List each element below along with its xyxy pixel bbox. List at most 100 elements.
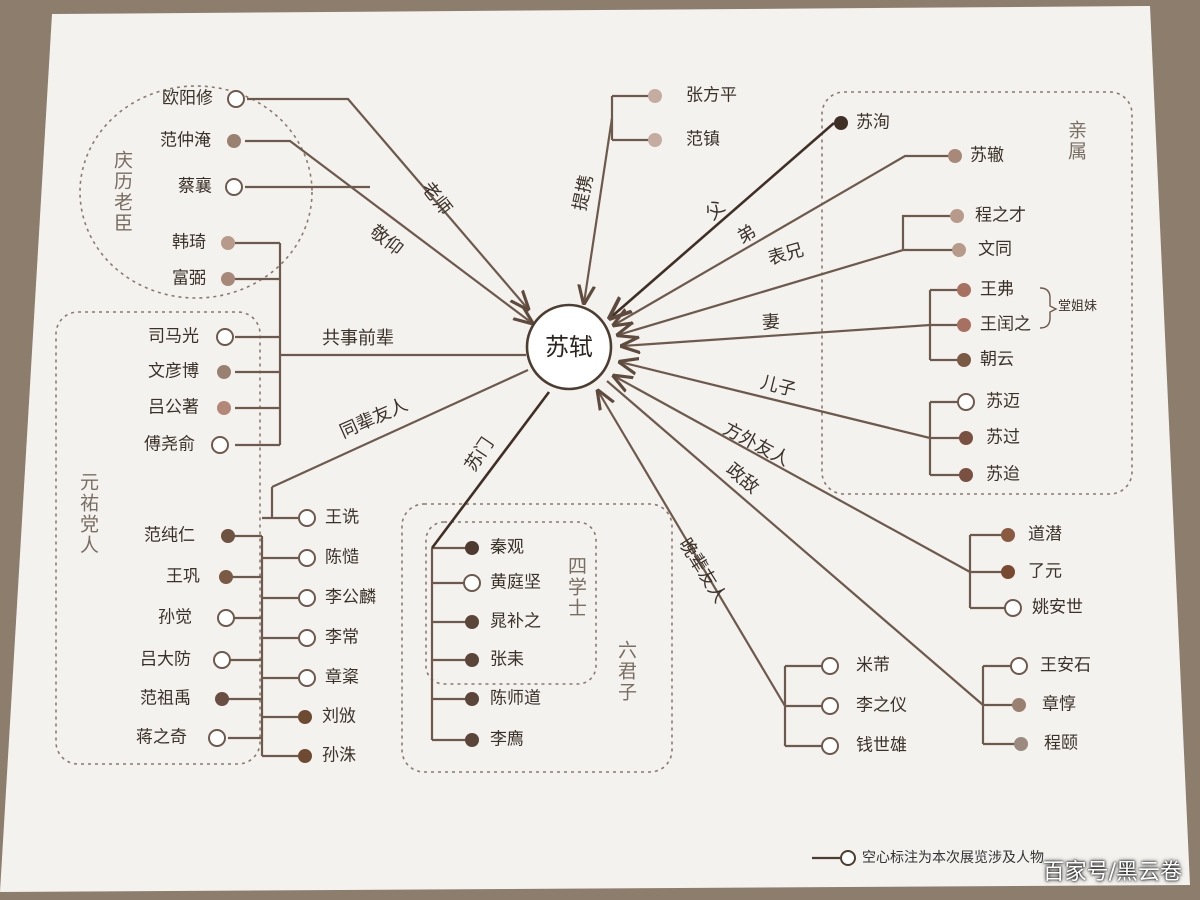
node-ouyangxiu[interactable] [227,90,245,108]
label-fanchunren: 范纯仁 [144,525,195,546]
node-zhangfangping[interactable] [648,89,662,103]
label-wangshen: 王诜 [325,507,359,528]
label-wangrunzhi: 王闰之 [980,314,1031,335]
node-zhangdun[interactable] [1012,698,1026,712]
node-mifu[interactable] [821,657,839,675]
node-suzhe[interactable] [948,149,962,163]
node-zhaoyun[interactable] [957,353,971,367]
label-lvdafang: 吕大防 [140,649,191,670]
edge-line-brother [614,154,948,325]
node-fanzhen[interactable] [648,133,662,147]
node-wentong[interactable] [952,243,966,257]
edge-line-teacher [247,97,528,309]
center-label: 苏轼 [545,333,593,361]
liujunzi-group-boundary [401,503,673,773]
label-suzhe: 苏辙 [970,145,1004,166]
label-mifu: 米芾 [856,655,890,676]
label-chenzao: 陈慥 [325,547,359,568]
node-daoqian[interactable] [1001,528,1015,542]
label-jiangzhiqi: 蒋之奇 [136,727,187,748]
label-qinguan: 秦观 [490,537,524,558]
node-chengyi[interactable] [1014,737,1028,751]
label-hanqi: 韩琦 [172,232,206,253]
label-suguo: 苏过 [986,427,1020,448]
node-fanchunren[interactable] [221,529,235,543]
group-label-family: 亲属 [1065,120,1087,162]
label-sudai: 苏迨 [986,464,1020,485]
edge-line-admire [245,139,532,323]
edge-line-juniors [598,391,786,707]
edge-line-peers [271,368,529,489]
label-liuban: 刘攽 [322,706,356,727]
node-fanzhongyan[interactable] [227,134,241,148]
node-wenyanbo[interactable] [217,365,231,379]
node-sumai[interactable] [957,393,975,411]
tree-line [1039,287,1058,329]
node-wanganshi[interactable] [1010,657,1028,675]
node-lizhi[interactable] [465,733,479,747]
tree-line [235,241,282,447]
watermark: 百家号/黑云卷 [1042,860,1182,885]
node-chenshidao[interactable] [465,692,479,706]
label-yaoanshi: 姚安世 [1032,597,1083,618]
label-chaobuzhi: 晁补之 [490,611,541,632]
node-lizhiyi[interactable] [821,697,839,715]
node-chenzao[interactable] [298,549,316,567]
node-wangrunzhi[interactable] [957,318,971,332]
label-lizhi: 李廌 [490,729,524,750]
node-fubi[interactable] [221,272,235,286]
node-fuyaoyu[interactable] [211,436,229,454]
label-chengyi: 程颐 [1044,733,1078,754]
node-chaobuzhi[interactable] [465,615,479,629]
node-wanggong[interactable] [219,570,233,584]
node-suguo[interactable] [959,431,973,445]
node-yaoanshi[interactable] [1004,599,1022,617]
node-huangtingjian[interactable] [463,574,481,592]
node-zhangjian[interactable] [298,669,316,687]
label-sunjue: 孙觉 [158,607,192,628]
node-caixiang[interactable] [225,178,243,196]
edge-label-seniors: 共事前辈 [322,328,394,349]
node-wangfu[interactable] [957,283,971,297]
label-fanzhen: 范镇 [686,129,720,150]
legend-marker [812,850,856,866]
label-ligonglin: 李公麟 [325,587,376,608]
node-qinguan[interactable] [465,541,479,555]
group-label-yuanyou: 元祐党人 [77,472,99,556]
label-caixiang: 蔡襄 [178,176,212,197]
edge-line-rivals [606,380,984,706]
label-simaguang: 司马光 [148,326,199,347]
edge-line-father [610,122,835,318]
node-liuban[interactable] [298,710,312,724]
node-sunjue[interactable] [217,609,235,627]
node-liaoyuan[interactable] [1001,565,1015,579]
paper-sheet [0,6,1190,892]
node-suxun[interactable] [834,116,848,130]
node-jiangzhiqi[interactable] [208,729,226,747]
tree-line [228,487,298,758]
node-sudai[interactable] [959,468,973,482]
node-chengzhicai[interactable] [950,209,964,223]
node-lvdafang[interactable] [213,651,231,669]
node-ligonglin[interactable] [298,589,316,607]
label-wanggong: 王巩 [166,566,200,587]
node-simaguang[interactable] [216,328,234,346]
node-hanqi[interactable] [221,236,235,250]
node-lichang[interactable] [298,629,316,647]
node-fanzuyu[interactable] [215,692,229,706]
label-huangtingjian: 黄庭坚 [490,572,541,593]
label-daoqian: 道潜 [1028,524,1062,545]
node-zhanglei[interactable] [465,653,479,667]
node-wangshen[interactable] [298,509,316,527]
label-sunzhu: 孙洙 [322,745,356,766]
node-qianshixiong[interactable] [821,737,839,755]
label-ouyangxiu: 欧阳修 [162,88,213,109]
tree-line [928,400,963,477]
node-sunzhu[interactable] [298,749,312,763]
center-node[interactable] [525,303,613,391]
label-fanzhongyan: 范仲淹 [160,130,211,151]
label-zhangdun: 章惇 [1042,694,1076,715]
label-chenshidao: 陈师道 [490,688,541,709]
node-lvgongzhu[interactable] [217,401,231,415]
